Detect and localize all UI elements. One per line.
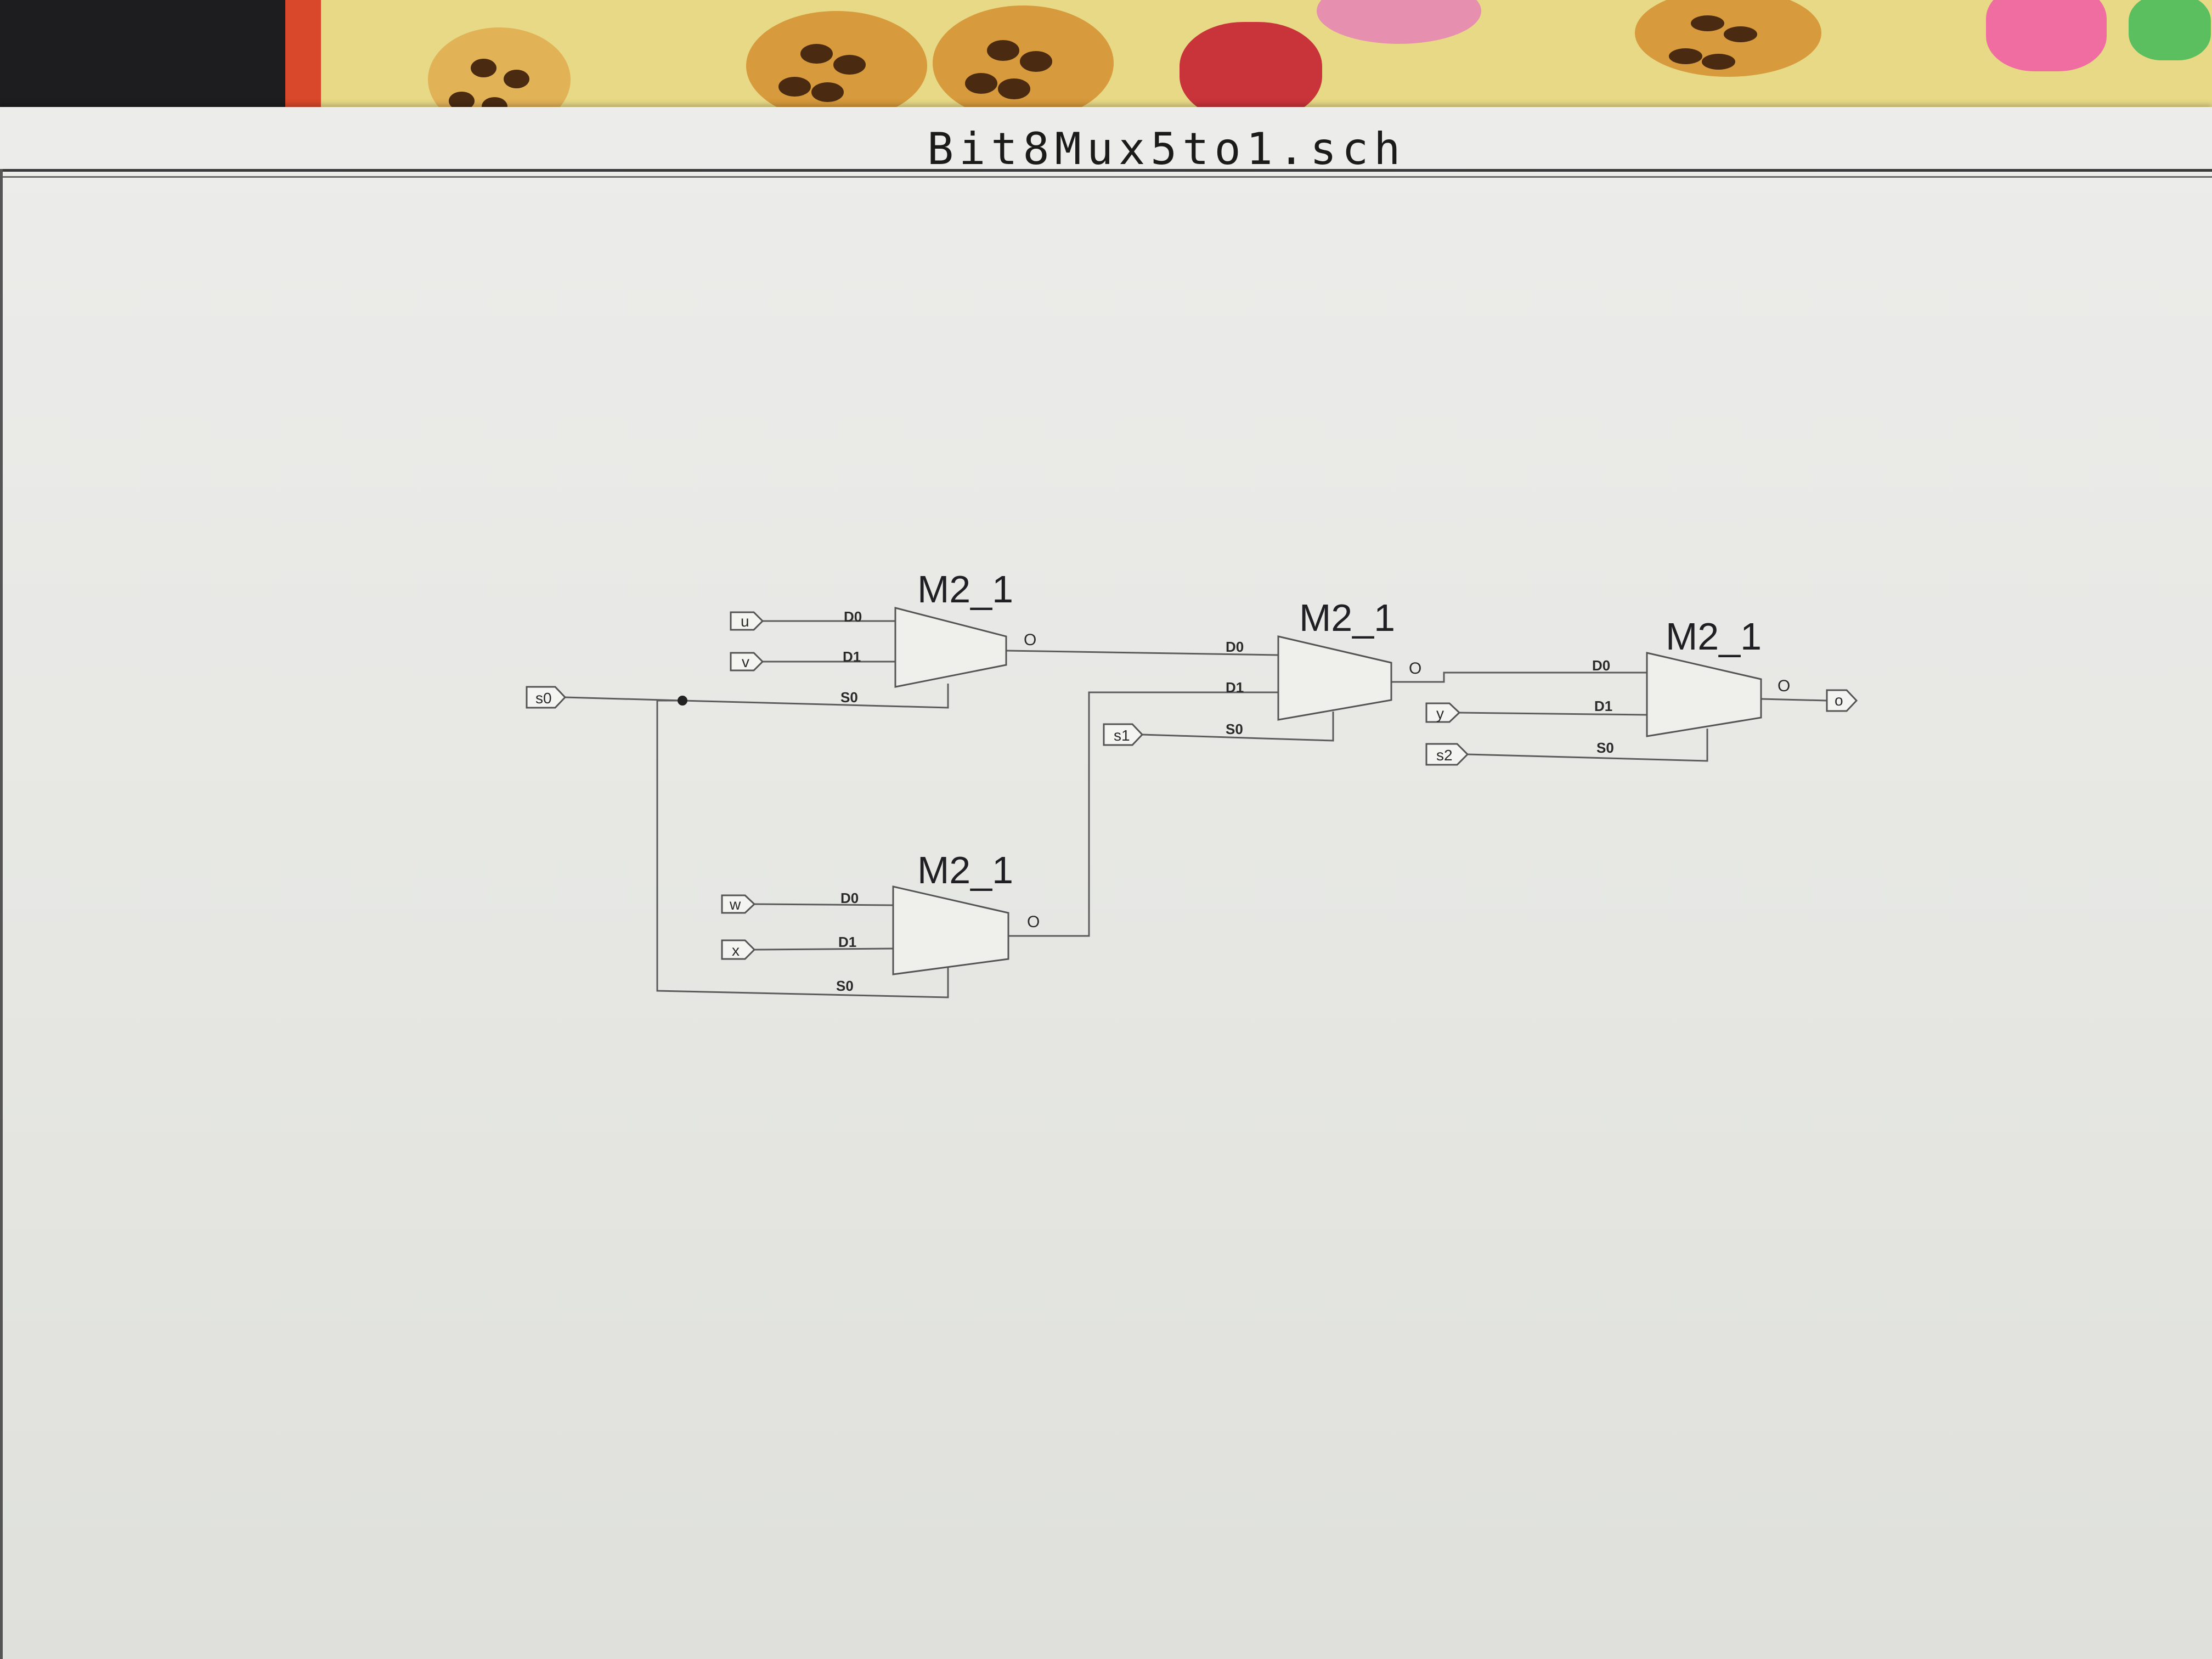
port-s0-marker [526, 686, 567, 709]
mux3-pin-d1: D1 [1226, 679, 1244, 696]
page-title: Bit8Mux5to1.sch [927, 123, 1406, 174]
mux1-symbol [894, 607, 1007, 688]
wire-junction-dot [678, 696, 687, 706]
port-out-marker [1826, 689, 1858, 712]
sheet-border-top [0, 169, 2212, 178]
mux3-pin-d0: D0 [1226, 639, 1244, 655]
mux3-symbol [1277, 635, 1392, 721]
mux2-title: M2_1 [917, 849, 1013, 891]
mux3-title: M2_1 [1299, 596, 1395, 639]
leaf-illustration [2129, 0, 2211, 60]
wire-s2-to-mux4 [1467, 729, 1708, 762]
mux2-pin-out: O [1027, 913, 1040, 931]
port-v-label: v [742, 653, 749, 670]
mux1-pin-out: O [1024, 631, 1036, 649]
port-s0-label: s0 [535, 690, 552, 707]
mux1-title: M2_1 [917, 568, 1013, 611]
mux4-pin-out: O [1778, 677, 1790, 695]
mux2-pin-d1: D1 [838, 934, 856, 950]
port-s2-marker [1425, 743, 1469, 766]
port-y-label: y [1436, 705, 1444, 722]
mux2-pin-s0: S0 [836, 978, 854, 994]
mux3-pin-s0: S0 [1226, 721, 1243, 737]
wire-s0-down [656, 699, 949, 998]
port-s1-label: s1 [1114, 727, 1130, 744]
cookie-illustration [933, 5, 1114, 121]
mux1-pin-d1: D1 [843, 648, 861, 665]
port-s2-label: s2 [1436, 747, 1453, 764]
cookie-illustration [746, 11, 927, 121]
mux4-pin-d0: D0 [1592, 657, 1610, 674]
port-v-marker [730, 652, 764, 672]
wire-mux2-out-to-mux3 [1008, 691, 1278, 937]
port-y-marker [1425, 702, 1461, 723]
port-u-marker [730, 611, 764, 631]
wire-mux4-out [1760, 698, 1827, 702]
strawberry-illustration [1180, 22, 1322, 121]
mux4-title: M2_1 [1666, 615, 1762, 658]
mux4-pin-d1: D1 [1594, 698, 1612, 714]
port-s1-marker [1103, 723, 1144, 746]
port-w-marker [721, 894, 756, 914]
port-out-label: o [1835, 692, 1843, 709]
donut-illustration [1986, 0, 2107, 71]
mux3-pin-out: O [1409, 659, 1421, 678]
cookie-illustration [1635, 0, 1821, 77]
port-x-label: x [732, 942, 740, 959]
wire-s0-main [565, 684, 949, 709]
wire-x-to-mux2 [754, 947, 894, 951]
mux1-pin-d0: D0 [844, 608, 862, 625]
port-x-marker [721, 939, 756, 960]
mux2-symbol [892, 885, 1009, 975]
mux2-pin-d0: D0 [840, 890, 859, 906]
wire-mux3-out-to-mux4 [1391, 672, 1647, 683]
port-w-label: w [729, 896, 741, 913]
sheet-border-left [0, 169, 3, 1659]
wire-w-to-mux2 [754, 903, 894, 906]
wire-s1-to-mux3 [1142, 712, 1334, 742]
schematic-sheet [0, 107, 2212, 1659]
wire-y-to-mux4 [1459, 712, 1647, 716]
wire-mux1-out-to-mux3 [1006, 650, 1279, 656]
port-u-label: u [741, 613, 749, 630]
mux4-symbol [1646, 652, 1762, 737]
mux4-pin-s0: S0 [1596, 740, 1614, 756]
mux1-pin-s0: S0 [840, 689, 858, 706]
